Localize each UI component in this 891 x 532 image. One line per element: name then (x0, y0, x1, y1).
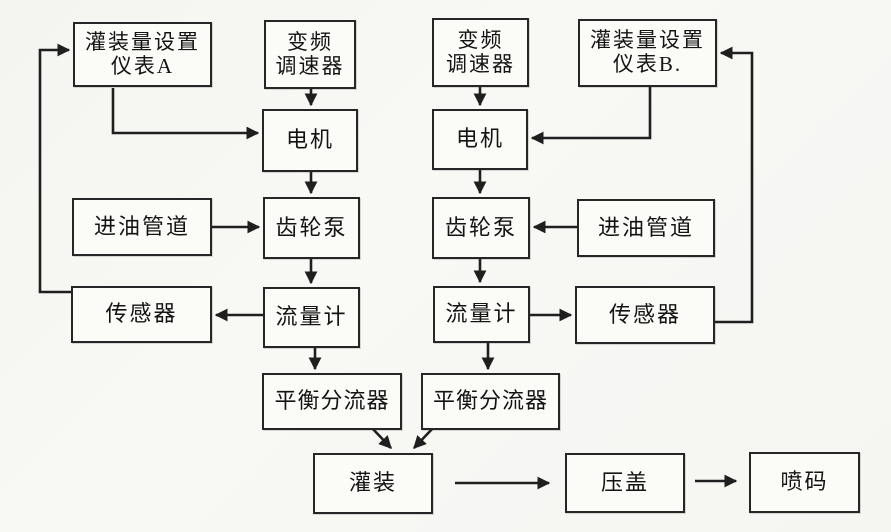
box-filling-meter-a-line1: 灌装量设置 (85, 29, 200, 54)
box-oil-inlet-pipe-right-label: 进油管道 (597, 214, 694, 240)
box-gear-pump-left-label: 齿轮泵 (275, 214, 348, 240)
connector-splitter-left-to-filling (370, 426, 392, 449)
box-vfd-right: 变频 调速器 (432, 18, 529, 87)
box-vfd-left-line2: 调速器 (275, 53, 345, 78)
box-oil-inlet-pipe-right: 进油管道 (577, 199, 715, 257)
box-capping-label: 压盖 (600, 469, 649, 495)
box-sensor-left: 传感器 (71, 286, 212, 343)
box-vfd-right-line2: 调速器 (446, 51, 515, 76)
box-motor-right-label: 电机 (455, 126, 504, 152)
box-sensor-left-label: 传感器 (105, 301, 178, 327)
box-flow-meter-right-label: 流量计 (445, 301, 518, 327)
box-vfd-left-line1: 变频 (287, 29, 333, 54)
box-flow-meter-right: 流量计 (433, 286, 530, 343)
box-motor-right: 电机 (432, 109, 528, 170)
connector-splitter-right-to-filling (413, 426, 435, 449)
box-gear-pump-left: 齿轮泵 (263, 197, 360, 259)
box-flow-meter-left: 流量计 (263, 287, 360, 348)
box-inkjet-coding: 喷码 (749, 452, 860, 513)
box-balance-splitter-left-label: 平衡分流器 (274, 388, 390, 414)
box-gear-pump-right-label: 齿轮泵 (444, 214, 517, 240)
connector-meter-a-to-motor-left (111, 88, 260, 140)
box-filling: 灌装 (313, 453, 433, 514)
box-filling-label: 灌装 (348, 470, 397, 496)
box-filling-meter-a-line2: 仪表A (110, 53, 175, 78)
box-motor-left-label: 电机 (285, 127, 334, 153)
connector-sensor-right-to-meter-b-feedback (715, 46, 754, 324)
box-balance-splitter-right-label: 平衡分流器 (432, 388, 548, 414)
box-balance-splitter-left: 平衡分流器 (262, 373, 402, 430)
box-vfd-left: 变频 调速器 (264, 20, 356, 89)
box-flow-meter-left-label: 流量计 (275, 304, 348, 330)
box-filling-meter-b: 灌装量设置 仪表B. (578, 19, 717, 87)
box-filling-meter-a: 灌装量设置 仪表A (73, 22, 212, 87)
box-gear-pump-right: 齿轮泵 (432, 197, 530, 259)
box-inkjet-coding-label: 喷码 (780, 469, 829, 495)
box-balance-splitter-right: 平衡分流器 (421, 373, 560, 430)
box-filling-meter-b-line2: 仪表B. (612, 52, 683, 76)
box-capping: 压盖 (565, 453, 685, 513)
box-oil-inlet-pipe-left-label: 进油管道 (93, 213, 190, 239)
box-filling-meter-b-line1: 灌装量设置 (590, 28, 705, 53)
connector-meter-b-to-motor-right (530, 87, 652, 145)
connector-sensor-left-to-meter-a-feedback (38, 43, 71, 294)
box-vfd-right-line1: 变频 (457, 27, 504, 52)
box-sensor-right-label: 传感器 (608, 301, 681, 327)
box-motor-left: 电机 (262, 109, 358, 172)
box-oil-inlet-pipe-left: 进油管道 (72, 198, 212, 256)
box-sensor-right: 传感器 (575, 286, 715, 344)
